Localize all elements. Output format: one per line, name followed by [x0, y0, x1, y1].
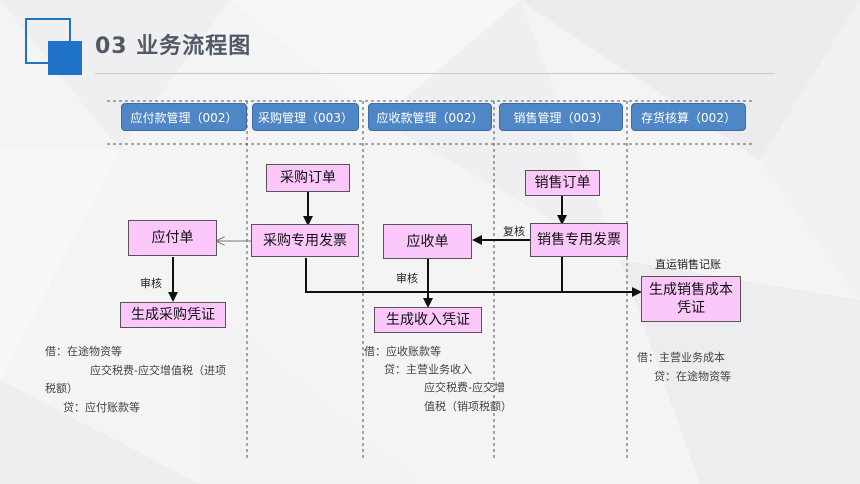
- module-header-receivable: 应收款管理（002）: [368, 103, 492, 131]
- page-title: 03 业务流程图: [95, 34, 252, 59]
- logo-filled-square: [48, 41, 82, 75]
- entry-income-tax: 应交税费-应交增: [424, 381, 505, 394]
- edge-label-recheck: 复核: [503, 225, 525, 238]
- entry-income-debit: 借：应收账款等: [364, 345, 441, 358]
- node-sales-order: 销售订单: [525, 170, 600, 196]
- node-cost-voucher: 生成销售成本凭证: [641, 276, 741, 322]
- node-payable-bill: 应付单: [128, 220, 217, 256]
- module-header-purchase: 采购管理（003）: [252, 103, 359, 131]
- node-purchase-invoice: 采购专用发票: [251, 224, 359, 257]
- module-header-sales: 销售管理（003）: [499, 103, 623, 131]
- edge-label-audit-payable: 审核: [140, 277, 162, 290]
- entry-purchase-tax-cont: 税额）: [45, 382, 78, 395]
- entry-income-tax-cont: 值税（销项税额）: [424, 400, 512, 413]
- node-sales-invoice: 销售专用发票: [530, 223, 628, 257]
- module-header-inventory: 存货核算（002）: [631, 103, 746, 131]
- node-receivable-bill: 应收单: [383, 224, 472, 259]
- module-header-payable: 应付款管理（002）: [121, 103, 247, 131]
- node-income-voucher: 生成收入凭证: [374, 307, 482, 333]
- module-header-row: 应付款管理（002） 采购管理（003） 应收款管理（002） 销售管理（003…: [107, 101, 752, 145]
- entry-income-credit: 贷：主营业务收入: [384, 363, 472, 376]
- node-purchase-order: 采购订单: [266, 164, 350, 192]
- edge-label-audit-receivable: 审核: [396, 272, 418, 285]
- entry-cost-debit: 借：主营业务成本: [637, 351, 725, 364]
- edge-invoice-to-cost: [305, 258, 642, 297]
- node-purchase-voucher: 生成采购凭证: [120, 302, 226, 328]
- edge-label-direct-ship: 直运销售记账: [655, 258, 721, 271]
- entry-purchase-credit: 贷：应付账款等: [63, 401, 140, 414]
- entry-purchase-tax: 应交税费-应交增值税（进项: [90, 364, 226, 377]
- entry-purchase-debit: 借：在途物资等: [45, 345, 122, 358]
- title-divider: [95, 73, 775, 74]
- entry-cost-credit: 贷：在途物资等: [654, 370, 731, 383]
